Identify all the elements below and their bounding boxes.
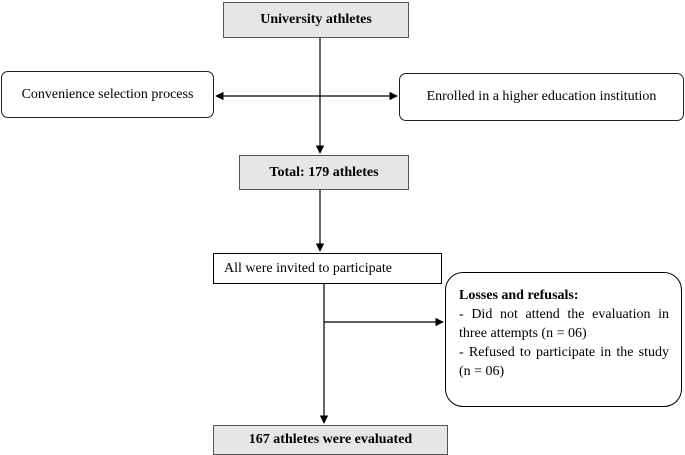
losses-item-refused: - Refused to participate in the study (n… [459, 345, 669, 379]
losses-title: Losses and refusals: [459, 288, 579, 303]
node-convenience-selection: Convenience selection process [1, 71, 214, 118]
node-total-athletes: Total: 179 athletes [239, 155, 409, 190]
node-enrolled-institution: Enrolled in a higher education instituti… [399, 73, 684, 121]
node-athletes-evaluated: 167 athletes were evaluated [213, 425, 448, 455]
node-invited: All were invited to participate [213, 253, 442, 284]
node-losses-refusals: Losses and refusals: - Did not attend th… [445, 272, 682, 407]
node-university-athletes: University athletes [223, 2, 409, 38]
losses-item-not-attended: - Did not attend the evaluation in three… [459, 307, 669, 341]
